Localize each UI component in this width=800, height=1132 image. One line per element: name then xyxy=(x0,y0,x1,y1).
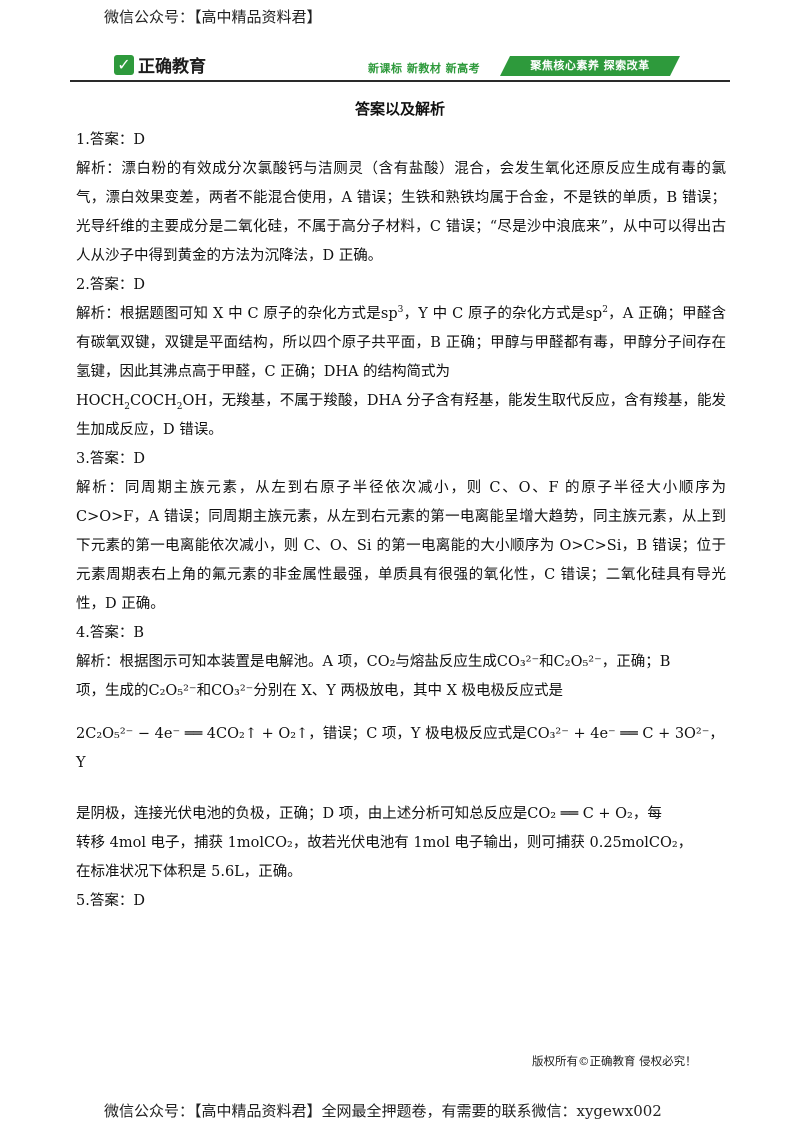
top-banner: 微信公众号：【高中精品资料君】 xyxy=(104,8,322,26)
brand-logo: ✓ 正确教育 xyxy=(114,52,206,77)
page-title: 答案以及解析 xyxy=(354,100,445,118)
q1-answer: 1.答案：D xyxy=(76,132,145,148)
dha-formula: HOCH2COCH2OH xyxy=(76,393,208,412)
y-electrode-equation: CO₃²⁻ + 4e⁻ ══ C + 3O²⁻ xyxy=(526,726,710,742)
brand-name: 正确教育 xyxy=(138,57,206,77)
check-icon: ✓ xyxy=(114,54,134,75)
q2-explanation: 解析：根据题图可知 X 中 C 原子的杂化方式是sp3，Y 中 C 原子的杂化方… xyxy=(76,305,726,438)
q3-answer: 3.答案：D xyxy=(76,451,145,467)
q3-explanation: 解析：同周期主族元素，从左到右原子半径依次减小，则 C、O、F 的原子半径大小顺… xyxy=(76,480,726,612)
x-electrode-equation: 2C₂O₅²⁻ − 4e⁻ ══ 4CO₂↑ + O₂↑ xyxy=(76,726,309,742)
total-reaction-equation: CO₂ ══ C + O₂ xyxy=(527,806,633,822)
page-header: ✓ 正确教育 新课标 新教材 新高考 聚焦核心素养 探索改革 xyxy=(70,46,730,80)
copyright-notice: 版权所有©正确教育 侵权必究！ xyxy=(532,1054,697,1068)
q5-answer: 5.答案：D xyxy=(76,893,145,909)
q1-explanation: 解析：漂白粉的有效成分次氯酸钙与洁厕灵（含有盐酸）混合，会发生氧化还原反应生成有… xyxy=(76,161,726,264)
header-ribbon: 聚焦核心素养 探索改革 xyxy=(500,56,680,76)
header-divider xyxy=(70,80,730,82)
q2-answer: 2.答案：D xyxy=(76,277,145,293)
footer-banner: 微信公众号：【高中精品资料君】全网最全押题卷，有需要的联系微信：xygewx00… xyxy=(104,1102,662,1120)
q4-explanation: 解析：根据图示可知本装置是电解池。A 项，CO₂与熔盐反应生成CO₃²⁻和C₂O… xyxy=(76,654,724,880)
answer-content: 1.答案：D 解析：漂白粉的有效成分次氯酸钙与洁厕灵（含有盐酸）混合，会发生氧化… xyxy=(76,126,726,916)
q4-answer: 4.答案：B xyxy=(76,625,144,641)
header-slogan: 新课标 新教材 新高考 xyxy=(368,62,481,75)
